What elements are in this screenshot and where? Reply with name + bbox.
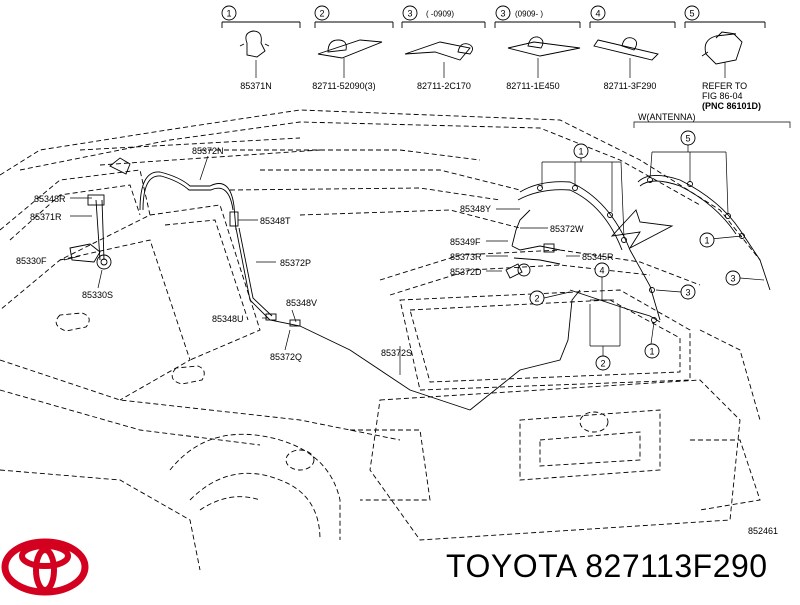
header-parts-row: 1 85371N 2 82711-52090(3) 3 ( -0909) 827…: [221, 5, 766, 111]
callout-labels: 85372N 85348R 85371R 85330F 85330S 85348…: [16, 112, 778, 536]
marker-1-roof[interactable]: 1: [573, 143, 589, 159]
svg-text:3: 3: [685, 288, 690, 298]
callout-85345R[interactable]: 85345R: [582, 252, 614, 262]
header-part-3b[interactable]: 3 (0909- ) 82711-1E450: [495, 5, 581, 91]
callout-85371R[interactable]: 85371R: [30, 212, 62, 222]
header-part-2-number: 2: [319, 9, 324, 19]
header-part-2-label: 82711-52090(3): [312, 81, 375, 91]
header-part-4[interactable]: 4 82711-3F290: [590, 5, 659, 91]
header-part-1-label: 85371N: [240, 81, 272, 91]
callout-85330F[interactable]: 85330F: [16, 256, 47, 266]
svg-text:2: 2: [534, 294, 539, 304]
callout-85348T[interactable]: 85348T: [260, 216, 291, 226]
header-part-3a-number: 3: [407, 9, 412, 19]
leader-lines: [63, 121, 791, 375]
svg-text:3: 3: [730, 274, 735, 284]
callout-85348Y[interactable]: 85348Y: [460, 204, 491, 214]
callout-85348R[interactable]: 85348R: [34, 194, 66, 204]
toyota-logo: [1, 538, 89, 596]
callout-85348U[interactable]: 85348U: [212, 314, 244, 324]
header-part-3b-note: (0909- ): [515, 10, 543, 19]
header-part-2[interactable]: 2 82711-52090(3): [312, 5, 383, 91]
svg-text:1: 1: [704, 236, 709, 246]
svg-text:5: 5: [685, 134, 690, 144]
header-part-3a-label: 82711-2C170: [417, 81, 471, 91]
marker-2-spoiler[interactable]: 2: [529, 290, 545, 306]
marker-5-antenna[interactable]: 5: [680, 130, 696, 146]
vehicle-outline: [0, 109, 761, 571]
marker-3-antenna[interactable]: 3: [725, 270, 741, 286]
svg-text:1: 1: [649, 347, 654, 357]
header-part-5-number: 5: [689, 9, 694, 19]
callout-85372W[interactable]: 85372W: [550, 224, 584, 234]
callout-85330S[interactable]: 85330S: [82, 290, 113, 300]
header-part-3a[interactable]: 3 ( -0909) 82711-2C170: [402, 5, 473, 91]
antenna-label: W(ANTENNA): [638, 112, 696, 122]
callout-85372S[interactable]: 85372S: [381, 348, 412, 358]
antenna-wiring: [69, 157, 771, 411]
refer-line-2: FIG 86-04: [702, 91, 743, 101]
marker-3-spoiler[interactable]: 3: [680, 284, 696, 300]
figure-code: 852461: [748, 526, 778, 536]
callout-85372D[interactable]: 85372D: [450, 267, 482, 277]
header-part-4-number: 4: [595, 9, 600, 19]
marker-4-spoiler[interactable]: 4: [594, 262, 610, 278]
callout-85373R[interactable]: 85373R: [450, 252, 482, 262]
callout-85372Q[interactable]: 85372Q: [270, 352, 302, 362]
header-part-3b-number: 3: [500, 9, 505, 19]
header-part-3b-label: 82711-1E450: [506, 81, 559, 91]
header-part-3a-note: ( -0909): [426, 10, 454, 19]
marker-1-antenna[interactable]: 1: [699, 232, 715, 248]
callout-85348V[interactable]: 85348V: [286, 298, 317, 308]
svg-text:2: 2: [600, 359, 605, 369]
marker-1-rear[interactable]: 1: [644, 343, 660, 359]
header-part-5[interactable]: 5 REFER TO FIG 86-04 (PNC 86101D): [684, 5, 761, 111]
header-part-1[interactable]: 1 85371N: [221, 5, 272, 91]
callout-85372P[interactable]: 85372P: [280, 258, 311, 268]
header-part-1-number: 1: [226, 9, 231, 19]
header-part-4-label: 82711-3F290: [604, 81, 657, 91]
svg-text:4: 4: [599, 266, 604, 276]
callout-85349F[interactable]: 85349F: [450, 237, 481, 247]
refer-line-1: REFER TO: [702, 81, 747, 91]
callout-85372N[interactable]: 85372N: [192, 146, 224, 156]
part-number-banner: TOYOTA 827113F290: [446, 548, 768, 584]
marker-circles: 1 1 2 3 4 2 5 1: [529, 130, 741, 371]
svg-text:1: 1: [578, 147, 583, 157]
refer-line-3: (PNC 86101D): [702, 101, 761, 111]
marker-2-bottom[interactable]: 2: [595, 355, 611, 371]
